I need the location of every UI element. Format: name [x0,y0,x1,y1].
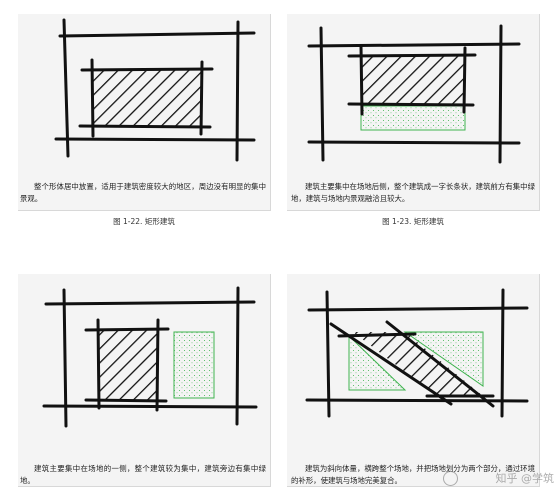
caption: 建筑为斜向体量，横跨整个场地，并把场地划分为两个部分，通过环境的补形，使建筑与场… [291,464,535,485]
diagram-panel-4: 建筑为斜向体量，横跨整个场地，并把场地划分为两个部分，通过环境的补形，使建筑与场… [287,274,540,487]
rear-building-sketch [307,24,521,164]
figure-label: 图 1-22. 矩形建筑 [113,217,175,226]
caption: 整个形体居中放置，适用于建筑密度较大的地区，周边没有明显的集中景观。 [20,182,266,203]
caption: 建筑主要集中在场地的一侧，整个建筑较为集中，建筑旁边有集中绿地。 [20,464,266,485]
diagram-panel-1: 整个形体居中放置，适用于建筑密度较大的地区，周边没有明显的集中景观。 [18,14,271,211]
diagram-panel-3: 建筑主要集中在场地的一侧，整个建筑较为集中，建筑旁边有集中绿地。 [18,274,271,487]
figure-label: 图 1-23. 矩形建筑 [382,217,444,226]
centered-building-sketch [54,18,256,162]
caption: 建筑主要集中在场地后侧，整个建筑成一字长条状，建筑前方有集中绿地，建筑与场地内景… [291,182,535,203]
watermark: 知乎 @学筑 [495,472,555,485]
diagram-panel-2: 建筑主要集中在场地后侧，整个建筑成一字长条状，建筑前方有集中绿地，建筑与场地内景… [287,14,540,211]
watermark-logo-icon [443,471,458,486]
diagonal-building-sketch [305,288,529,418]
side-building-sketch [42,286,258,428]
